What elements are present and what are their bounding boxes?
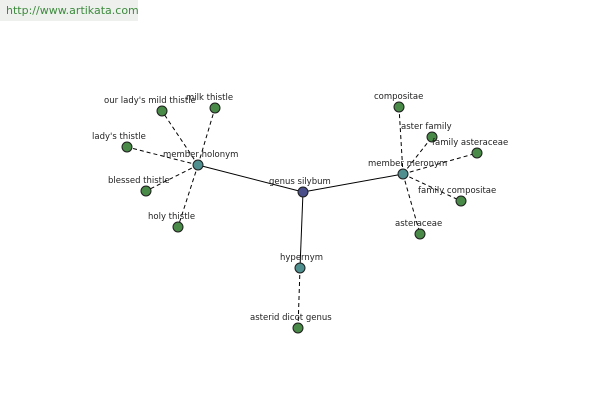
node-blessed-thistle-label: blessed thistle: [108, 176, 170, 186]
edge-center-meronym: [302, 173, 404, 193]
edge-meronym-aster-family: [402, 136, 433, 175]
node-member-holonym-dot[interactable]: [192, 159, 204, 171]
node-milk-thistle-dot[interactable]: [209, 102, 221, 114]
node-center-label: genus silybum: [269, 177, 331, 187]
node-asteraceae-label: asteraceae: [395, 219, 442, 229]
node-hypernym[interactable]: hypernym: [280, 253, 323, 274]
node-member-meronym-label: member meronym: [368, 159, 447, 169]
node-holy-thistle-dot[interactable]: [172, 221, 184, 233]
node-milk-thistle[interactable]: milk thistle: [186, 93, 233, 114]
node-hypernym-dot[interactable]: [294, 262, 306, 274]
node-blessed-thistle-dot[interactable]: [140, 185, 152, 197]
edge-holonym-blessed-thistle: [145, 164, 199, 192]
node-family-compositae-dot[interactable]: [455, 195, 467, 207]
node-our-ladys-mild-thistle-label: our lady's mild thistle: [104, 96, 196, 106]
node-asterid-dicot-genus[interactable]: asterid dicot genus: [250, 313, 332, 334]
node-hypernym-label: hypernym: [280, 253, 323, 263]
node-our-ladys-mild-thistle-dot[interactable]: [156, 105, 168, 117]
edge-meronym-asteraceae: [402, 173, 421, 235]
node-ladys-thistle-label: lady's thistle: [92, 132, 146, 142]
node-member-holonym[interactable]: member holonym: [163, 150, 238, 171]
node-member-meronym-dot[interactable]: [397, 168, 409, 180]
node-member-holonym-label: member holonym: [163, 150, 238, 160]
node-asteraceae[interactable]: asteraceae: [395, 219, 442, 240]
node-aster-family[interactable]: aster family: [401, 122, 452, 143]
node-family-asteraceae-dot[interactable]: [471, 147, 483, 159]
node-ladys-thistle[interactable]: lady's thistle: [92, 132, 146, 153]
node-member-meronym[interactable]: member meronym: [368, 159, 447, 180]
node-family-compositae-label: family compositae: [418, 186, 496, 196]
node-compositae-dot[interactable]: [393, 101, 405, 113]
node-asteraceae-dot[interactable]: [414, 228, 426, 240]
node-holy-thistle-label: holy thistle: [148, 212, 195, 222]
node-milk-thistle-label: milk thistle: [186, 93, 233, 103]
edge-meronym-family-asteraceae: [402, 152, 478, 175]
node-center-dot[interactable]: [297, 186, 309, 198]
node-family-asteraceae-label: family asteraceae: [432, 138, 508, 148]
node-center[interactable]: genus silybum: [269, 177, 331, 198]
edge-holonym-milk-thistle: [197, 107, 216, 166]
node-compositae-label: compositae: [374, 92, 423, 102]
node-holy-thistle[interactable]: holy thistle: [148, 212, 195, 233]
edge-center-hypernym: [299, 191, 304, 269]
edge-holonym-our-ladys-mild-thistle: [161, 110, 199, 166]
node-asterid-dicot-genus-label: asterid dicot genus: [250, 313, 332, 323]
node-aster-family-label: aster family: [401, 122, 452, 132]
node-our-ladys-mild-thistle[interactable]: our lady's mild thistle: [104, 96, 196, 117]
edge-meronym-family-compositae: [402, 173, 462, 202]
edge-holonym-ladys-thistle: [126, 146, 199, 166]
node-blessed-thistle[interactable]: blessed thistle: [108, 176, 170, 197]
edge-center-holonym: [197, 164, 304, 193]
node-family-compositae[interactable]: family compositae: [418, 186, 496, 207]
edge-hypernym-asterid-dicot-genus: [297, 267, 301, 329]
node-aster-family-dot[interactable]: [426, 131, 438, 143]
node-ladys-thistle-dot[interactable]: [121, 141, 133, 153]
edge-holonym-holy-thistle: [177, 164, 199, 228]
node-asterid-dicot-genus-dot[interactable]: [292, 322, 304, 334]
watermark-url: http://www.artikata.com: [0, 0, 139, 21]
node-family-asteraceae[interactable]: family asteraceae: [432, 138, 508, 159]
node-compositae[interactable]: compositae: [374, 92, 423, 113]
